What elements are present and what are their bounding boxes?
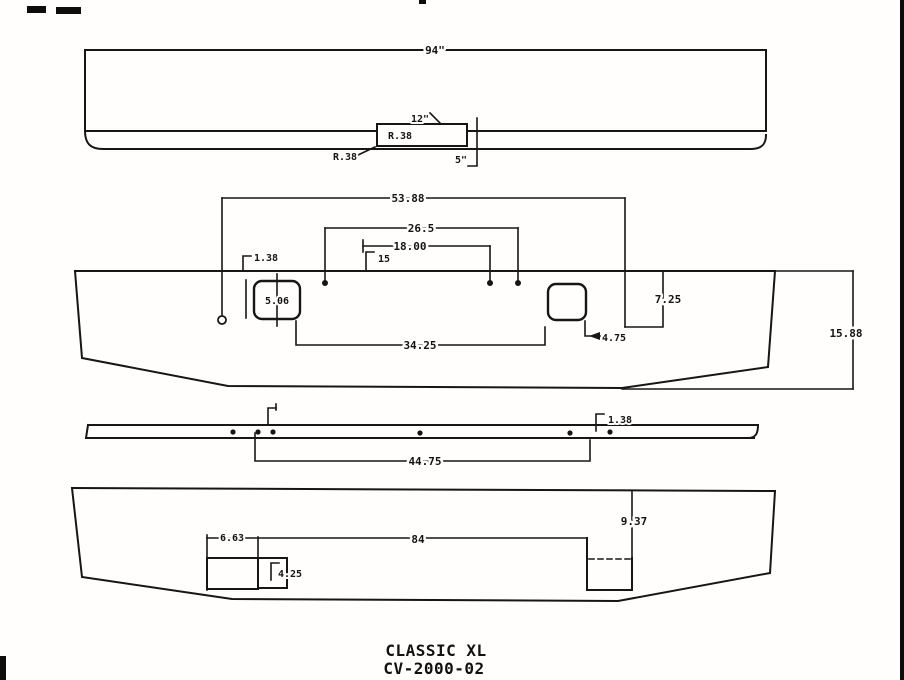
model-name: CLASSIC XL [385,641,486,660]
hole-marker [487,280,493,286]
dim-radius-inner: R.38 [388,131,412,142]
dim-span-44-75: 44.75 [408,455,441,468]
bolt-hole [417,430,423,436]
view-bottom-elevation: 6.63 84 4.25 9.37 [70,486,777,603]
dim-span-34-25: 34.25 [403,339,436,352]
dim-plate-width: 12" [411,114,429,125]
arrowhead [589,332,600,340]
tow-hole-right [546,282,588,322]
dim-offset-1-38: 1.38 [254,253,278,264]
bolt-hole [270,429,276,435]
dim-offset-15: 15 [378,254,390,265]
view-front-elevation-top: 94" 12" R.38 R.38 5" [83,42,768,168]
dim-depth-7-25: 7.25 [655,293,682,306]
dim-overall-height: 15.88 [829,327,862,340]
license-plate-recess [376,123,468,147]
dim-overall-width: 94" [425,44,445,57]
bolt-hole [255,429,261,435]
view-front-elevation-main: 15.88 53.88 26.5 18.00 1.38 15 5.06 [73,190,865,390]
mounting-box-left [206,557,259,590]
dim-span-84: 84 [411,533,425,546]
dim-bolt-span: 53.88 [391,192,424,205]
dim-strip-offset-1-38: 1.38 [608,415,632,426]
dim-hole-5-06: 5.06 [265,296,289,307]
dim-plate-offset: 5" [455,155,467,166]
part-number: CV-2000-02 [383,659,484,678]
hole-marker [515,280,521,286]
title-block: CLASSIC XL CV-2000-02 [383,641,486,678]
view-top-strip: 1.38 44.75 [84,403,760,471]
hole-marker [217,315,227,325]
bolt-hole [607,429,613,435]
dim-offset-4-75: 4.75 [602,333,626,344]
dim-span-26-5: 26.5 [408,222,435,235]
dim-offset-6-63: 6.63 [220,533,244,544]
mounting-box-left-small [257,557,288,589]
dim-height-4-25: 4.25 [278,569,302,580]
dim-radius-outer: R.38 [333,152,357,163]
dim-depth-9-37: 9.37 [621,515,648,528]
bolt-hole [567,430,573,436]
dim-span-18: 18.00 [393,240,426,253]
bolt-hole [230,429,236,435]
hole-marker [322,280,328,286]
